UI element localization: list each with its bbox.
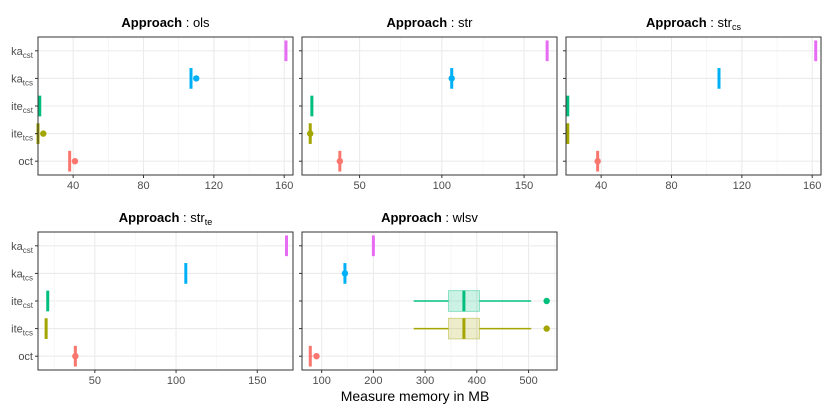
outlier-point [448,75,455,82]
x-tick-label: 80 [665,180,677,192]
outlier-point [71,158,79,165]
x-tick-label: 100 [433,180,451,192]
outlier-point [193,75,200,82]
outlier-point [543,297,550,305]
x-tick-label: 50 [89,375,101,385]
outlier-point [307,130,314,137]
outlier-point [594,158,601,165]
y-tick-label: itecst [11,296,34,310]
outlier-point [336,158,344,165]
y-tick-label: katcs [11,268,33,282]
x-tick-label: 150 [515,180,533,192]
facet-title: Approach : str [387,15,474,30]
x-tick-label: 400 [468,375,486,385]
x-tick-label: 80 [137,180,149,192]
facet-title: Approach : strcs [646,15,741,32]
y-tick-label: oct [18,156,33,168]
outlier-point [40,130,47,137]
y-tick-label: kacst [11,46,34,60]
outlier-point [313,353,320,360]
y-tick-label: itetcs [11,324,33,338]
facet-title: Approach : strte [119,210,212,227]
x-tick-label: 40 [595,180,607,192]
y-tick-label: itetcs [11,129,33,143]
y-tick-label: oct [18,351,33,363]
outlier-point [543,325,550,332]
x-tick-label: 120 [205,180,223,192]
y-tick-label: kacst [11,241,34,255]
facet-title: Approach : ols [121,15,210,30]
x-axis-title: Measure memory in MB [340,388,490,404]
x-tick-label: 200 [364,375,382,385]
outlier-point [72,353,79,360]
x-tick-label: 40 [67,180,79,192]
x-tick-label: 150 [248,375,266,385]
outlier-point [341,270,349,277]
facet-title: Approach : wlsv [381,210,478,225]
x-tick-label: 120 [733,180,751,192]
x-tick-label: 100 [312,375,330,385]
x-tick-label: 160 [803,180,821,192]
x-tick-label: 160 [275,180,293,192]
x-tick-label: 300 [416,375,434,385]
x-tick-label: 500 [519,375,537,385]
x-tick-label: 100 [167,375,185,385]
y-tick-label: katcs [11,73,33,87]
x-tick-label: 50 [353,180,365,192]
y-tick-label: itecst [11,101,34,115]
